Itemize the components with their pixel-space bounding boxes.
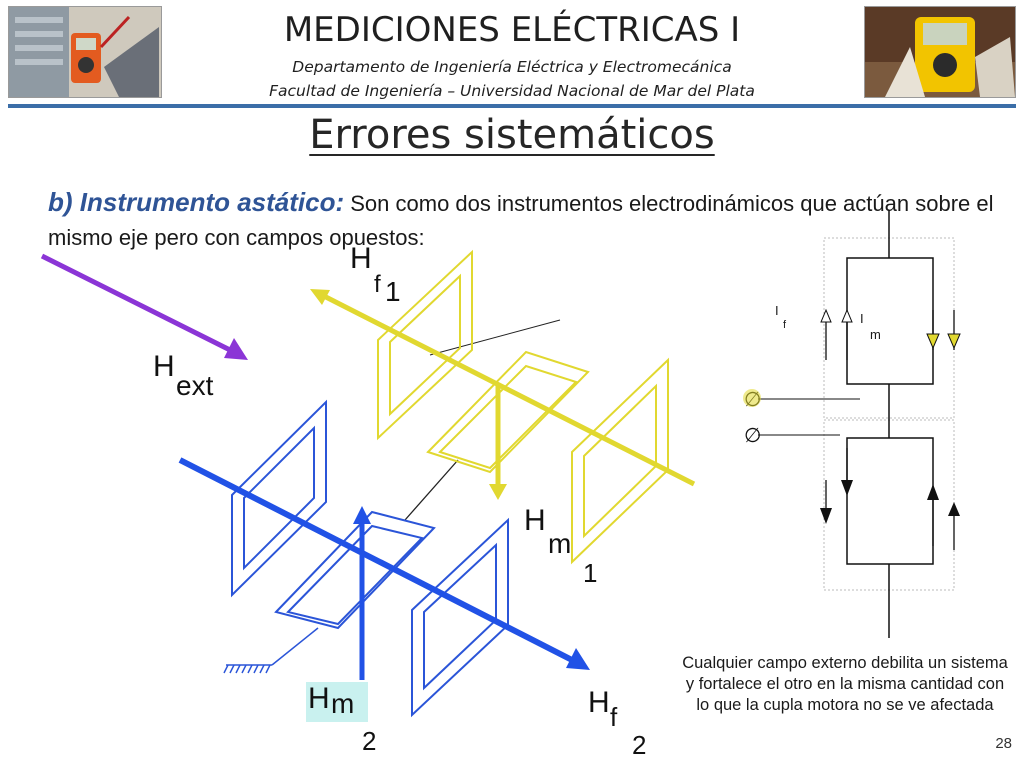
hext-arrow	[40, 253, 232, 353]
hf1-arrow	[314, 289, 696, 487]
hm2-highlight	[306, 682, 368, 722]
header-divider	[8, 104, 1016, 108]
lower-arrowhead-2	[820, 508, 832, 524]
pointer-line	[429, 319, 561, 356]
intro-lead: b) Instrumento astático:	[48, 187, 345, 217]
hm2-arrowhead	[353, 506, 371, 524]
ext-arrowhead-1	[926, 333, 940, 350]
upper-fixed-coil-left	[377, 249, 473, 441]
if-arrowhead	[820, 308, 832, 323]
hm1-label: H	[524, 504, 546, 537]
circuit-schematic	[758, 210, 961, 638]
department-subtitle: Departamento de Ingeniería Eléctrica y E…	[292, 58, 732, 76]
hf1-index: 1	[385, 276, 401, 307]
hf2-arrow	[178, 457, 574, 663]
hf1-label: H	[350, 242, 372, 275]
multimeter-photo-left	[8, 6, 162, 98]
hf2-sub: f	[610, 702, 618, 732]
im-arrowhead	[841, 308, 853, 323]
course-title: MEDICIONES ELÉCTRICAS I	[283, 10, 741, 50]
lower-fixed-coil-left	[231, 399, 327, 598]
hm2-sub: m	[331, 688, 355, 719]
page-number: 28	[995, 735, 1012, 752]
hm1-arrowhead	[489, 484, 507, 500]
hext-label: H	[153, 350, 175, 383]
lower-moving-coil	[274, 510, 436, 630]
hf1-arrowhead	[310, 289, 330, 305]
hm2-index: 2	[362, 726, 377, 756]
terminal-lower: ∅	[744, 425, 762, 447]
im-label: I	[860, 311, 864, 326]
hm2-label: H	[308, 682, 330, 715]
hm1-sub: m	[548, 528, 572, 559]
hext-arrowhead	[224, 338, 248, 360]
intro-text: Son como dos instrumentos electrodinámic…	[48, 191, 994, 250]
explanation-note: Cualquier campo externo debilita un sist…	[682, 654, 1008, 714]
multimeter-photo-right	[864, 6, 1016, 98]
slide-title: Errores sistemáticos	[309, 112, 715, 158]
lower-arrowhead-3	[927, 484, 939, 500]
lower-coil-box	[846, 437, 934, 565]
intro-paragraph: b) Instrumento astático: Son como dos in…	[48, 185, 1018, 255]
hext-sub: ext	[176, 370, 214, 401]
lower-arrowhead-1	[841, 480, 853, 496]
lower-arrowhead-4	[948, 502, 960, 516]
hf2-label: H	[588, 686, 610, 719]
hf2-index: 2	[632, 730, 647, 760]
faculty-subtitle: Facultad de Ingeniería – Universidad Nac…	[269, 82, 755, 100]
terminal-upper-highlight	[743, 389, 761, 407]
hm1-index: 1	[583, 558, 598, 588]
im-sub: m	[870, 327, 881, 342]
if-label: I	[775, 303, 779, 318]
hf1-sub: f	[374, 271, 381, 298]
ground-symbol	[223, 627, 319, 674]
hf2-arrowhead	[566, 648, 590, 670]
if-sub: f	[783, 319, 787, 331]
shaft-line	[404, 459, 459, 521]
ext-arrowhead-2	[947, 333, 961, 350]
